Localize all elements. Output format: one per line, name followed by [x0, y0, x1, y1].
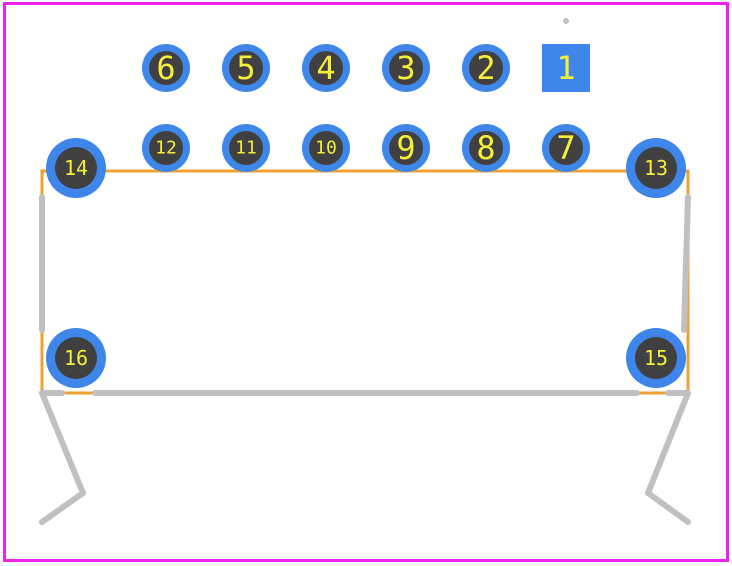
- silk-right-leg-1: [645, 390, 691, 496]
- pad-8: 8: [462, 124, 510, 172]
- pad-14: 14: [46, 138, 106, 198]
- pad-label: 10: [315, 138, 337, 159]
- pad-label: 13: [644, 156, 668, 180]
- pad-label: 15: [644, 346, 668, 370]
- pad-5: 5: [222, 44, 270, 92]
- pad-12: 12: [142, 124, 190, 172]
- pad-label: 9: [396, 129, 415, 167]
- pad-label: 2: [476, 49, 495, 87]
- pad-label: 6: [156, 49, 175, 87]
- silk-right-leg-2: [645, 490, 691, 525]
- pad-drill: [549, 131, 583, 165]
- pad-drill: [55, 147, 97, 189]
- pad-label: 7: [556, 129, 575, 167]
- pad-drill: [149, 51, 183, 85]
- pad-label: 12: [155, 138, 177, 159]
- pad-drill: [55, 337, 97, 379]
- pad-16: 16: [46, 328, 106, 388]
- pad-drill: [389, 131, 423, 165]
- pad-drill: [309, 131, 343, 165]
- pad-1: 1: [542, 44, 590, 92]
- pin1-marker-dot: [563, 18, 569, 24]
- pad-label: 1: [556, 49, 575, 87]
- pad-drill: [229, 51, 263, 85]
- pad-label: 8: [476, 129, 495, 167]
- pad-label: 16: [64, 346, 88, 370]
- pad-15: 15: [626, 328, 686, 388]
- silk-left-leg-1: [39, 390, 86, 496]
- silkscreen-outline: [39, 194, 691, 525]
- pad-label: 11: [235, 138, 257, 159]
- pad-10: 10: [302, 124, 350, 172]
- pad-2: 2: [462, 44, 510, 92]
- pad-9: 9: [382, 124, 430, 172]
- silk-right-edge: [681, 194, 691, 333]
- pad-copper: [542, 44, 590, 92]
- pad-7: 7: [542, 124, 590, 172]
- pad-drill: [389, 51, 423, 85]
- pad-4: 4: [302, 44, 350, 92]
- silk-left-leg-2: [39, 490, 86, 525]
- pad-11: 11: [222, 124, 270, 172]
- pad-drill: [309, 51, 343, 85]
- pad-drill: [635, 337, 677, 379]
- pad-drill: [469, 51, 503, 85]
- pad-label: 5: [236, 49, 255, 87]
- pad-drill: [229, 131, 263, 165]
- board-outline: [3, 2, 729, 562]
- pad-drill: [635, 147, 677, 189]
- pad-drill: [469, 131, 503, 165]
- pad-label: 14: [64, 156, 88, 180]
- pad-drill: [149, 131, 183, 165]
- pad-label: 3: [396, 49, 415, 87]
- pad-13: 13: [626, 138, 686, 198]
- pad-label: 4: [316, 49, 335, 87]
- pad-3: 3: [382, 44, 430, 92]
- pad-6: 6: [142, 44, 190, 92]
